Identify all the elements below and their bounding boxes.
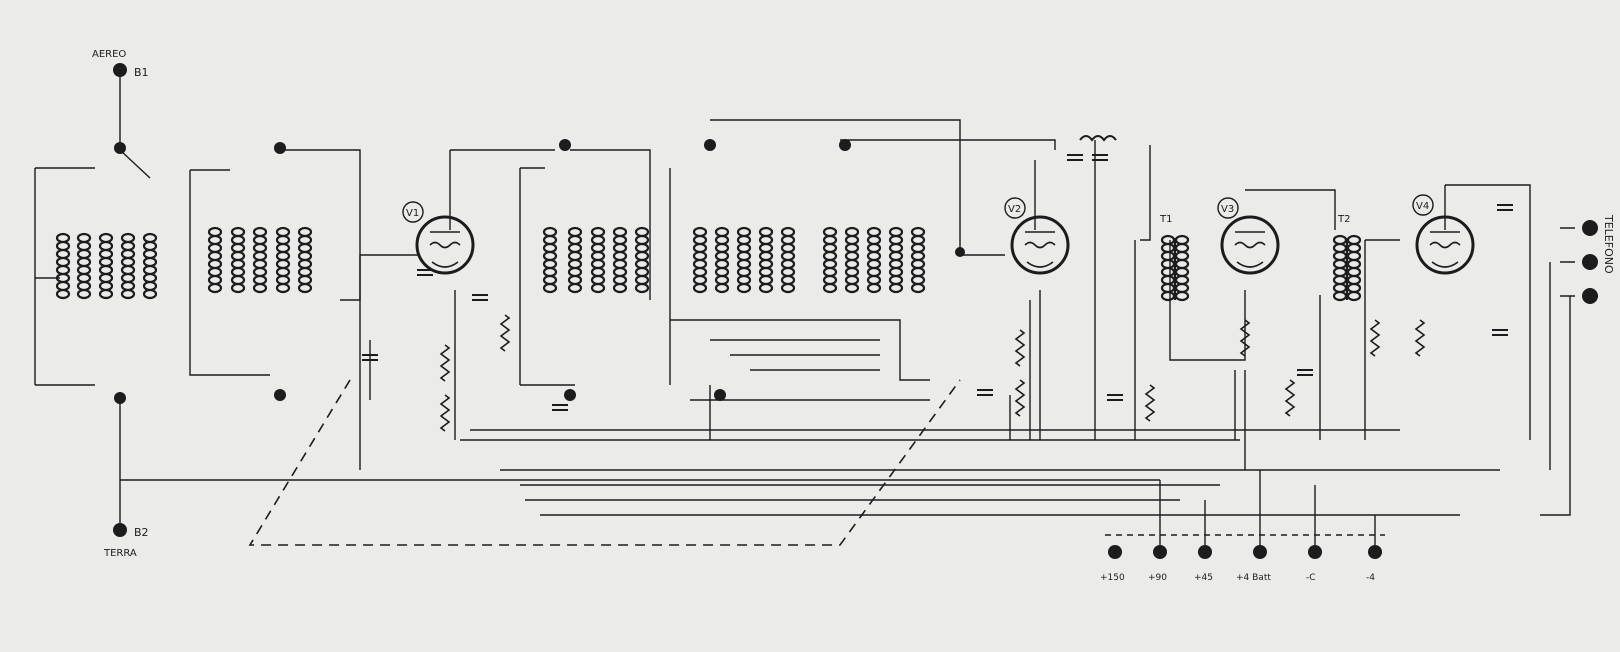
earth-ref: B2 [134, 526, 149, 539]
antenna-ref: B1 [134, 66, 149, 79]
battery-label: -C [1306, 573, 1316, 583]
tube-ref-rings [402, 194, 1434, 223]
coil-bank [55, 226, 926, 300]
gang-linkage [248, 379, 961, 546]
antenna-label: AEREO [92, 49, 126, 60]
tube-v2 [1010, 215, 1070, 275]
telephone-label: TELEFONO [1602, 214, 1615, 274]
tube-v4 [1415, 215, 1475, 275]
tube-label-v2: V2 [1008, 204, 1021, 215]
battery-label: -4 [1366, 573, 1375, 583]
tube-label-v3: V3 [1221, 204, 1234, 215]
tube-label-v4: V4 [1416, 201, 1429, 212]
tube-label-v1: V1 [406, 208, 419, 219]
earth-label: TERRA [103, 548, 137, 559]
tube-v1 [415, 215, 475, 275]
transformer-windings [1160, 234, 1362, 302]
wiring [34, 70, 1575, 548]
battery-label: +4 Batt [1236, 573, 1271, 583]
battery-label: +150 [1100, 573, 1125, 583]
transformer-label-t1: T1 [1159, 214, 1172, 225]
transformer-label-t2: T2 [1337, 214, 1350, 225]
battery-label: +90 [1148, 573, 1167, 583]
passive-components [361, 135, 1514, 432]
tube-v3 [1220, 215, 1280, 275]
battery-label: +45 [1194, 573, 1213, 583]
terminal-dots [113, 63, 1598, 559]
